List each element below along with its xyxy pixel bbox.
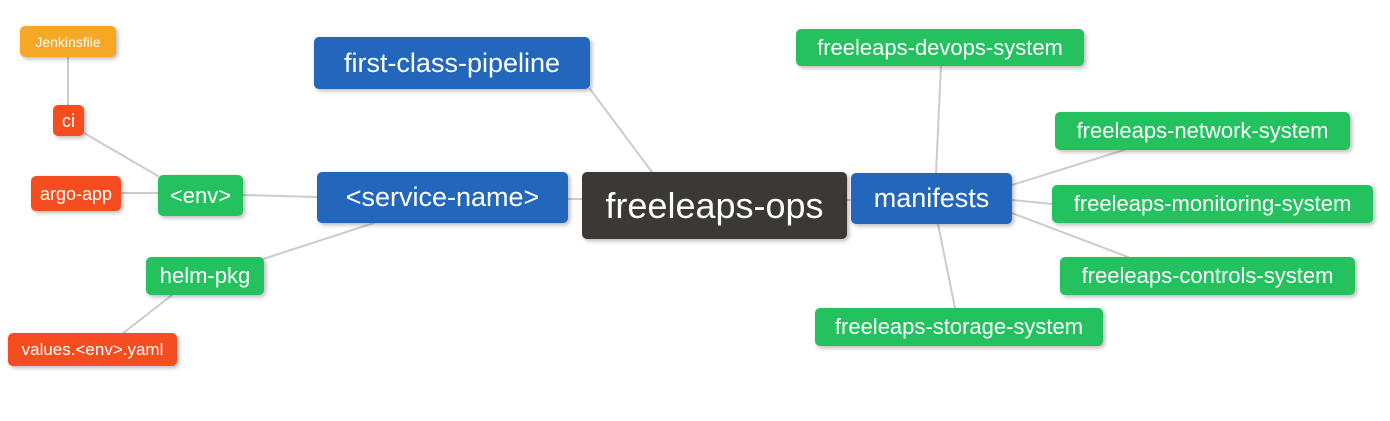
edge-manifests-to-freeleaps-devops-system	[935, 65, 942, 174]
node-jenkinsfile[interactable]: Jenkinsfile	[20, 26, 116, 57]
node-freeleaps-network-system[interactable]: freeleaps-network-system	[1055, 112, 1350, 150]
node-freeleaps-storage-system[interactable]: freeleaps-storage-system	[815, 308, 1103, 346]
node-argo-app[interactable]: argo-app	[31, 176, 121, 211]
node-helm-pkg[interactable]: helm-pkg	[146, 257, 264, 295]
node-freeleaps-monitoring-system[interactable]: freeleaps-monitoring-system	[1052, 185, 1373, 223]
node-values-env-yaml[interactable]: values.<env>.yaml	[8, 333, 177, 366]
node-env[interactable]: <env>	[158, 175, 243, 216]
edge-manifests-to-freeleaps-monitoring-system	[1011, 199, 1053, 205]
node-freeleaps-devops-system[interactable]: freeleaps-devops-system	[796, 29, 1084, 66]
edge-first-class-pipeline-to-freeleaps-ops	[589, 88, 653, 173]
edge-service-name-to-helm-pkg	[262, 222, 375, 260]
edge-manifests-to-freeleaps-controls-system	[1011, 212, 1129, 258]
edge-manifests-to-freeleaps-network-system	[1011, 149, 1125, 186]
node-manifests[interactable]: manifests	[851, 173, 1012, 224]
edge-manifests-to-freeleaps-storage-system	[937, 223, 956, 309]
edge-env-to-service-name	[242, 194, 318, 198]
node-freeleaps-controls-system[interactable]: freeleaps-controls-system	[1060, 257, 1355, 295]
node-ci[interactable]: ci	[53, 105, 84, 136]
node-service-name[interactable]: <service-name>	[317, 172, 568, 223]
edge-helm-pkg-to-values-env-yaml	[121, 294, 173, 335]
node-freeleaps-ops[interactable]: freeleaps-ops	[582, 172, 847, 239]
edge-ci-to-env	[83, 132, 159, 177]
node-first-class-pipeline[interactable]: first-class-pipeline	[314, 37, 590, 89]
